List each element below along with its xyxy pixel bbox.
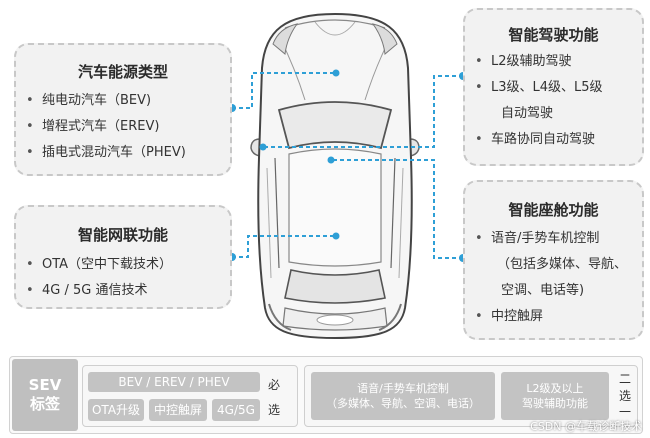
list-item: 4G / 5G 通信技术 (26, 278, 230, 304)
sev-label-bar: SEV 标签 BEV / EREV / PHEV OTA升级 中控触屏 4G/5… (9, 356, 643, 434)
smart-driving-title: 智能驾驶功能 (508, 26, 599, 44)
choose-one-group: 语音/手势车机控制 （多媒体、导航、空调、电话） L2级及以上 驾驶辅助功能 二… (304, 365, 638, 427)
connectivity-box: 智能网联功能 OTA（空中下载技术） 4G / 5G 通信技术 (14, 205, 232, 309)
ev-types-title: 汽车能源类型 (77, 63, 168, 81)
list-item: 插电式混动汽车（PHEV) (26, 140, 230, 166)
list-item-continuation: （包括多媒体、导航、 (497, 257, 628, 272)
list-item: OTA（空中下载技术） (26, 252, 230, 278)
list-item-continuation: 空调、电话等) (501, 283, 585, 298)
ev-types-box: 汽车能源类型 纯电动汽车（BEV) 增程式汽车（EREV) 插电式混动汽车（PH… (14, 43, 232, 176)
voice-control-pill: 语音/手势车机控制 （多媒体、导航、空调、电话） (311, 372, 495, 420)
list-item: 语音/手势车机控制 (475, 226, 642, 252)
sev-label-badge: SEV 标签 (12, 359, 78, 431)
list-item: 车路协同自动驾驶 (475, 127, 642, 153)
sev-label-line1: SEV (28, 376, 62, 394)
watermark: CSDN @车载诊断技术 (530, 420, 642, 433)
list-item: L2级辅助驾驶 (475, 49, 642, 75)
ev-types-list: 纯电动汽车（BEV) 增程式汽车（EREV) 插电式混动汽车（PHEV) (26, 88, 230, 166)
ota-pill: OTA升级 (88, 399, 144, 421)
list-item-continuation: 自动驾驶 (501, 106, 554, 121)
network-pill: 4G/5G (212, 399, 260, 421)
list-item: 增程式汽车（EREV) (26, 114, 230, 140)
choose-one-label: 二 选 一 (618, 372, 631, 419)
list-item: 中控触屏 (475, 304, 642, 330)
required-label: 必 选 (267, 378, 280, 417)
l2-assist-pill: L2级及以上 驾驶辅助功能 (501, 372, 609, 420)
connectivity-list: OTA（空中下载技术） 4G / 5G 通信技术 (26, 252, 230, 304)
required-group: BEV / EREV / PHEV OTA升级 中控触屏 4G/5G 必 选 (82, 365, 298, 427)
smart-cabin-list: 语音/手势车机控制 （包括多媒体、导航、 空调、电话等) 中控触屏 (475, 226, 642, 330)
smart-driving-list: L2级辅助驾驶 L3级、L4级、L5级 自动驾驶 车路协同自动驾驶 (475, 49, 642, 153)
smart-cabin-box: 智能座舱功能 语音/手势车机控制 （包括多媒体、导航、 空调、电话等) 中控触屏 (463, 180, 644, 340)
smart-cabin-title: 智能座舱功能 (508, 201, 599, 219)
smart-driving-box: 智能驾驶功能 L2级辅助驾驶 L3级、L4级、L5级 自动驾驶 车路协同自动驾驶 (463, 8, 644, 166)
car-illustration (250, 12, 420, 340)
sev-label-line2: 标签 (29, 395, 60, 413)
connectivity-title: 智能网联功能 (77, 226, 168, 244)
list-item: 纯电动汽车（BEV) (26, 88, 230, 114)
list-item: L3级、L4级、L5级 (475, 75, 642, 101)
energy-type-pill: BEV / EREV / PHEV (88, 372, 260, 392)
touchscreen-pill: 中控触屏 (149, 399, 207, 421)
